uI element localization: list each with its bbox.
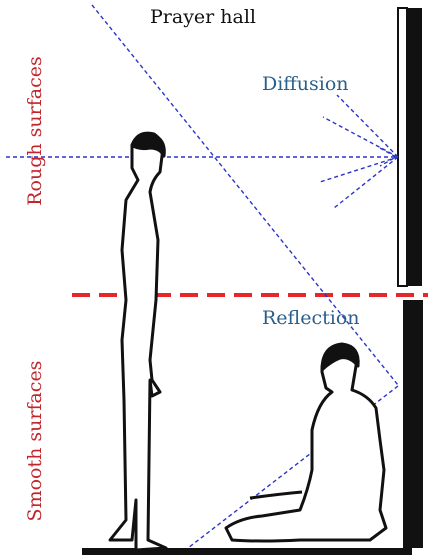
standing-person (110, 133, 166, 550)
rough-surfaces-label: Rough surfaces (24, 31, 46, 231)
diffusion-label: Diffusion (262, 73, 349, 95)
kneeling-person (226, 344, 386, 541)
smooth-surfaces-label: Smooth surfaces (24, 341, 46, 541)
wall (398, 8, 423, 548)
reflection-label: Reflection (262, 307, 360, 329)
floor (82, 548, 412, 555)
diagram-title: Prayer hall (150, 6, 256, 28)
